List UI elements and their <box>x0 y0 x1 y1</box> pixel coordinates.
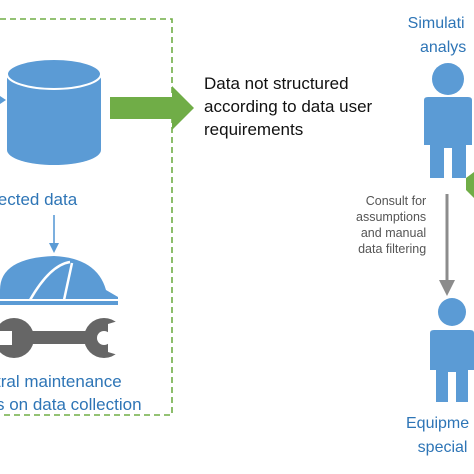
simulation-analyst-icon <box>424 63 472 178</box>
simulation-label-line2: analys <box>420 39 467 56</box>
simulation-analyst-label: Simulati analys <box>406 12 467 60</box>
consult-label-line4: data filtering <box>358 242 427 256</box>
maintenance-label: tral maintenance s on data collection <box>0 370 142 416</box>
consult-label-line3: and manual <box>360 226 427 240</box>
equipment-specialist-label: Equipme special <box>406 412 469 460</box>
equipment-specialist-icon <box>430 298 474 402</box>
equipment-label-line2: special <box>417 439 468 456</box>
green-arrow-icon <box>110 86 194 130</box>
database-icon <box>6 58 102 165</box>
structure-note-line3: requirements <box>204 120 304 139</box>
consult-arrow-head-icon <box>439 280 455 296</box>
structure-note: Data not structured according to data us… <box>204 72 372 141</box>
maintenance-label-line1: tral maintenance <box>0 372 122 391</box>
consult-label-line2: assumptions <box>356 210 427 224</box>
consult-label-line1: Consult for <box>365 194 427 208</box>
maintenance-label-line2: s on data collection <box>0 395 142 414</box>
incoming-arrow-icon <box>0 96 6 104</box>
consult-label: Consult for assumptions and manual data … <box>356 193 426 257</box>
boundary-box <box>0 18 173 416</box>
wrench-icon <box>0 318 128 358</box>
collected-data-label: lected data <box>0 190 78 209</box>
down-arrow-head-icon <box>49 243 59 253</box>
structure-note-line2: according to data user <box>204 97 373 116</box>
return-arrow-icon <box>466 172 474 198</box>
simulation-label-line1: Simulati <box>407 15 465 32</box>
hard-hat-icon <box>0 256 118 305</box>
structure-note-line1: Data not structured <box>204 74 349 93</box>
equipment-label-line1: Equipme <box>406 415 470 432</box>
